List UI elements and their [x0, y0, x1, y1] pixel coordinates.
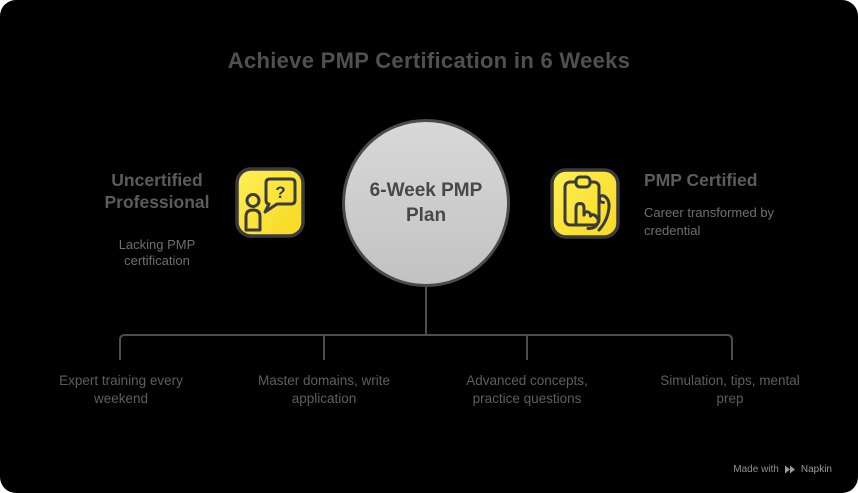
- made-with-napkin-attribution: Made with Napkin: [733, 464, 832, 475]
- right-node-description: Career transformed by credential: [644, 205, 775, 238]
- person-question-icon: ?: [235, 167, 305, 238]
- branch-label-3: Advanced concepts, practice questions: [466, 373, 588, 406]
- branch-label-4: Simulation, tips, mental prep: [660, 373, 800, 406]
- napkin-logo-icon: [784, 465, 795, 474]
- napkin-brand-label: Napkin: [800, 464, 832, 475]
- center-node: 6-Week PMP Plan: [342, 119, 510, 287]
- diagram-title: Achieve PMP Certification in 6 Weeks: [227, 48, 631, 73]
- branch-label-1: Expert training every weekend: [59, 373, 183, 406]
- person-question-icon-svg: ?: [235, 167, 305, 238]
- center-node-label: 6-Week PMP Plan: [369, 180, 483, 226]
- clipboard-hand-icon: [550, 168, 620, 239]
- left-node-description: Lacking PMP certification: [118, 237, 196, 268]
- left-node-heading: Uncertified Professional: [104, 170, 210, 212]
- made-with-label: Made with: [733, 464, 779, 475]
- branch-bracket-line: [119, 334, 733, 360]
- branch-label-2: Master domains, write application: [257, 373, 391, 406]
- right-node-heading: PMP Certified: [644, 170, 758, 190]
- question-mark-glyph: ?: [275, 183, 285, 202]
- clipboard-hand-icon-svg: [550, 168, 620, 239]
